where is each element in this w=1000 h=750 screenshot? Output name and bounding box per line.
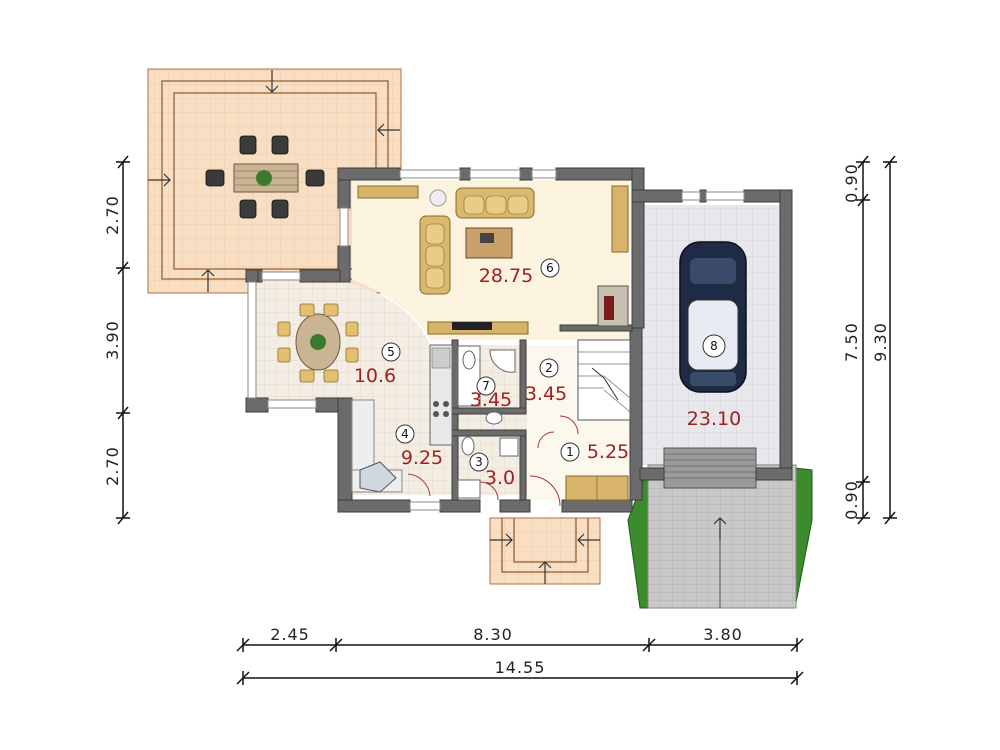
plant-icon bbox=[256, 170, 272, 186]
terrace-arrow-bottom bbox=[201, 269, 215, 292]
dining-furniture bbox=[277, 303, 359, 383]
dim-right-2: 7.50 bbox=[842, 322, 861, 362]
room-number-7: 7 bbox=[476, 376, 496, 396]
dim-right-1: 0.90 bbox=[842, 163, 861, 203]
dimension-left: 2.70 3.90 2.70 bbox=[103, 155, 130, 525]
porch-arrow bbox=[538, 561, 552, 584]
lamp-icon bbox=[429, 189, 447, 207]
chair-icon bbox=[239, 199, 257, 219]
driveway-arrow bbox=[713, 517, 727, 540]
room-number-3: 3 bbox=[469, 452, 489, 472]
kitchen-fittings bbox=[351, 344, 453, 497]
room-number-8: 8 bbox=[702, 334, 726, 358]
car-icon bbox=[679, 241, 747, 393]
staircase bbox=[577, 339, 631, 421]
dim-left-1: 2.70 bbox=[103, 195, 122, 235]
chair-icon bbox=[271, 199, 289, 219]
living-room-furniture bbox=[357, 185, 629, 327]
dim-right-3: 0.90 bbox=[842, 480, 861, 520]
fireplace-icon bbox=[452, 322, 492, 330]
dim-bottom-1: 2.45 bbox=[270, 625, 310, 644]
svg-text:3: 3 bbox=[475, 455, 483, 469]
area-room-6: 28.75 bbox=[479, 265, 533, 287]
svg-text:7: 7 bbox=[482, 379, 490, 393]
lawn-right bbox=[794, 467, 813, 609]
room-number-6: 6 bbox=[540, 258, 560, 278]
kitchen-counter bbox=[429, 344, 453, 446]
chair-icon bbox=[271, 135, 289, 155]
terrace-arrow-top bbox=[265, 70, 279, 93]
wc-toilet-icon bbox=[461, 436, 475, 456]
door-swings bbox=[479, 415, 579, 507]
dim-bottom-total: 14.55 bbox=[495, 658, 546, 677]
svg-text:2: 2 bbox=[545, 361, 553, 375]
entrance-porch bbox=[489, 517, 601, 585]
dim-left-2: 3.90 bbox=[103, 320, 122, 360]
bathroom-fittings bbox=[457, 345, 519, 499]
svg-text:4: 4 bbox=[401, 427, 409, 441]
room-number-5: 5 bbox=[381, 342, 401, 362]
dim-bottom-3: 3.80 bbox=[703, 625, 743, 644]
washbasin-icon bbox=[485, 411, 503, 425]
room-number-4: 4 bbox=[395, 424, 415, 444]
area-room-4: 9.25 bbox=[401, 447, 443, 469]
room-number-1: 1 bbox=[560, 442, 580, 462]
terrace-arrow-right bbox=[377, 123, 400, 137]
chair-icon bbox=[239, 135, 257, 155]
chair-icon bbox=[205, 169, 225, 187]
toilet-icon bbox=[462, 350, 476, 370]
svg-text:6: 6 bbox=[546, 261, 554, 275]
svg-text:8: 8 bbox=[710, 339, 718, 353]
chair-icon bbox=[305, 169, 325, 187]
terrace-dining-set bbox=[205, 135, 325, 219]
shelf bbox=[611, 185, 629, 253]
dimension-right: 0.90 7.50 0.90 9.30 bbox=[842, 155, 897, 525]
room-areas: 5.25 3.45 3.0 9.25 10.6 28.75 3.45 23.10 bbox=[354, 265, 741, 489]
room-numbers: 1 2 3 4 5 6 7 8 bbox=[381, 258, 726, 472]
room-number-2: 2 bbox=[539, 358, 559, 378]
area-room-8: 23.10 bbox=[687, 408, 741, 430]
dim-bottom-2: 8.30 bbox=[473, 625, 513, 644]
plant-icon bbox=[310, 334, 326, 350]
wc-basin-icon bbox=[499, 437, 519, 457]
area-room-3: 3.0 bbox=[485, 467, 515, 489]
sink-icon bbox=[359, 461, 397, 493]
area-room-5: 10.6 bbox=[354, 365, 396, 387]
dimension-bottom: 2.45 8.30 3.80 14.55 bbox=[236, 625, 804, 685]
area-room-7: 3.45 bbox=[470, 389, 512, 411]
driveway bbox=[647, 464, 797, 609]
svg-text:1: 1 bbox=[566, 445, 574, 459]
svg-text:5: 5 bbox=[387, 345, 395, 359]
dim-left-3: 2.70 bbox=[103, 446, 122, 486]
dim-right-total: 9.30 bbox=[871, 322, 890, 362]
sideboard bbox=[357, 185, 419, 199]
area-room-1: 5.25 bbox=[587, 441, 629, 463]
terrace-arrow-left bbox=[148, 173, 171, 187]
area-room-2: 3.45 bbox=[525, 383, 567, 405]
